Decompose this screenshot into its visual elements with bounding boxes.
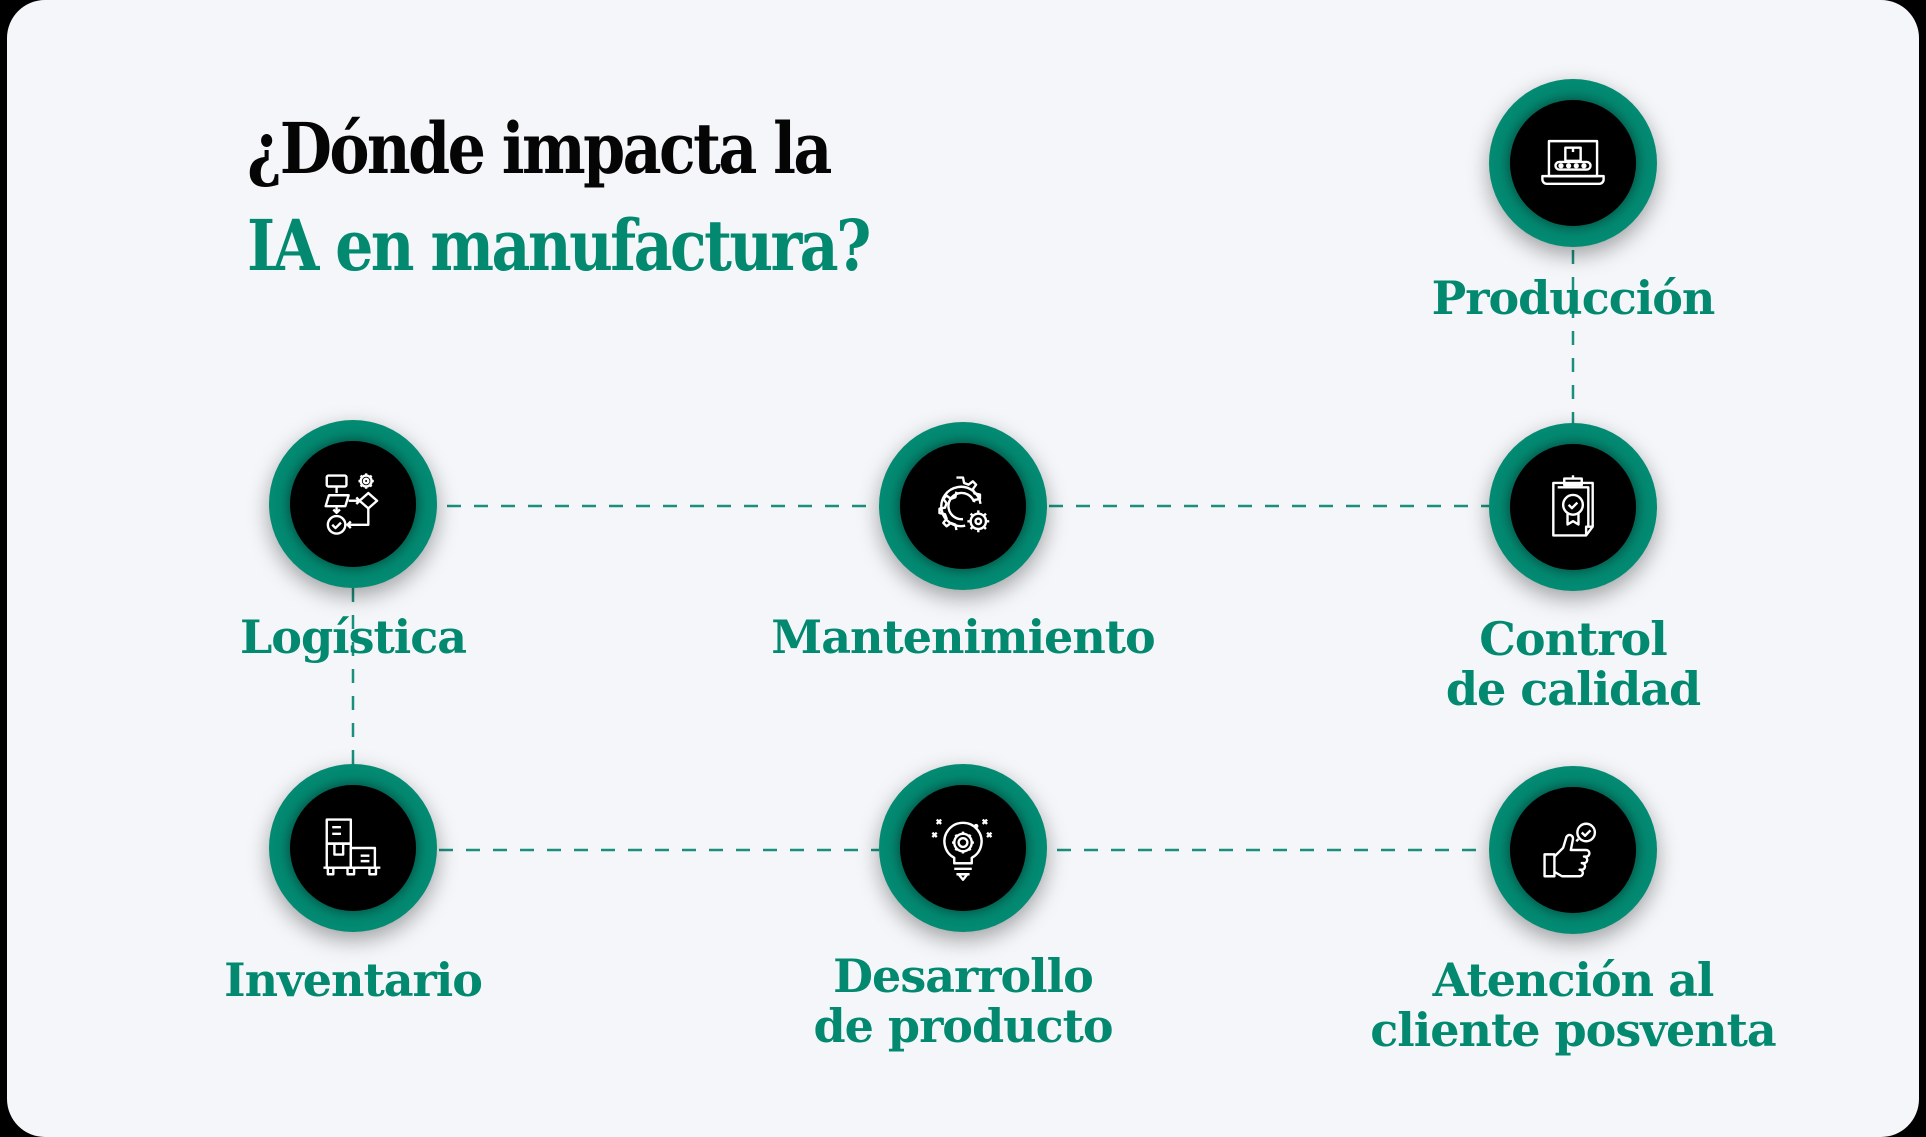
title-line-2: IA en manufactura? — [247, 204, 871, 287]
node-inventario — [269, 764, 437, 932]
thumbs-up-check-icon — [1543, 822, 1597, 878]
label-inventario: Inventario — [224, 953, 483, 1007]
boxes-pallet-icon — [323, 818, 381, 876]
label-logistica: Logística — [239, 610, 467, 664]
label-mantenimiento: Mantenimiento — [771, 610, 1155, 664]
page-title: ¿Dónde impacta la IA en manufactura? — [247, 100, 871, 294]
label-produccion: Producción — [1431, 271, 1716, 325]
label-control-calidad: Control de calidad — [1445, 612, 1701, 716]
label-atencion-cliente: Atención al cliente posventa — [1370, 953, 1776, 1057]
label-desarrollo-producto: Desarrollo de producto — [813, 949, 1113, 1053]
node-desarrollo-producto — [879, 764, 1047, 932]
clipboard-badge-icon — [1552, 475, 1594, 537]
node-atencion-cliente — [1489, 766, 1657, 934]
node-control-calidad — [1489, 423, 1657, 591]
node-logistica — [269, 420, 437, 588]
laptop-conveyor-icon — [1541, 139, 1605, 185]
flowchart-gear-icon — [324, 473, 379, 535]
title-line-1: ¿Dónde impacta la — [247, 107, 832, 190]
connector-lines — [351, 250, 1575, 852]
node-mantenimiento — [879, 422, 1047, 590]
lightbulb-gear-icon — [931, 818, 993, 881]
gears-icon — [938, 476, 990, 533]
infographic-card: ¿Dónde impacta la IA en manufactura? — [7, 0, 1919, 1137]
node-produccion — [1489, 79, 1657, 247]
